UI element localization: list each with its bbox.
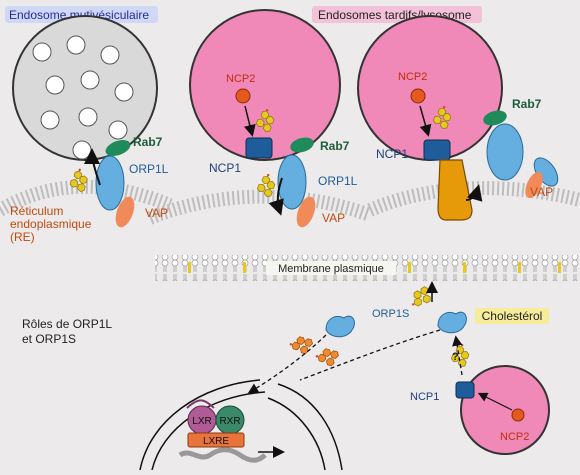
budding-vesicle	[72, 140, 92, 160]
transfer-arrow	[477, 392, 513, 411]
orp1l-protein	[95, 155, 125, 211]
cholesterol-label: Cholestérol	[482, 309, 543, 323]
roles-label: Rôles de ORP1L et ORP1S	[22, 317, 115, 346]
transport-arrow	[452, 335, 463, 376]
cholesterol-label-bg	[475, 308, 549, 324]
rab7-protein	[105, 140, 131, 156]
transfer-arrow	[419, 105, 432, 137]
ncp2-protein	[511, 408, 525, 422]
transfer-arrow	[243, 105, 256, 137]
cholesterol-molecule	[407, 283, 436, 313]
header-multivesicular-bg	[5, 6, 158, 23]
ncp2-label: NCP2	[226, 73, 255, 85]
vap-label: VAP	[530, 185, 553, 199]
vap-label: VAP	[145, 206, 168, 220]
ncp2-protein	[410, 88, 426, 104]
ncp1-protein	[455, 381, 475, 399]
rab7-protein	[290, 137, 314, 153]
lxre-label: LXRE	[203, 436, 229, 447]
ncp1-label: NCP1	[209, 161, 241, 175]
ncp2-protein	[235, 88, 251, 104]
orp1l-protein	[277, 154, 307, 210]
transport-arrow	[299, 329, 441, 381]
lxr-label: LXR	[192, 416, 211, 427]
roles-label-line-1: Rôles de ORP1L	[22, 317, 112, 331]
rxr-label: RXR	[219, 416, 240, 427]
ncp1-label: NCP1	[410, 391, 439, 403]
er-membrane-middle	[147, 189, 373, 225]
nuclear-envelope	[277, 383, 343, 471]
dna-strand	[178, 447, 267, 463]
er-label-line-1: Réticulum	[10, 204, 63, 218]
nuclear-envelope	[139, 379, 261, 471]
oxysterol-molecule	[313, 345, 342, 370]
question-mark: ?	[452, 351, 459, 363]
vap-label: VAP	[322, 211, 345, 225]
late-endosome	[460, 365, 550, 455]
transfer-arrow	[268, 177, 284, 216]
membrane-label: Membrane plasmique	[278, 263, 384, 275]
ncp1-protein	[423, 139, 451, 161]
header-multivesicular: Endosome mutivésiculaire	[9, 8, 149, 22]
nuclear-envelope	[267, 397, 326, 471]
ncp2-label: NCP2	[398, 71, 427, 83]
ncp2-label: NCP2	[500, 431, 529, 443]
transfer-arrow	[84, 148, 101, 186]
lxre-element	[187, 432, 245, 448]
roles-label-line-2: et ORP1S	[22, 332, 76, 346]
late-endosome	[189, 9, 341, 161]
ncp1-label: NCP1	[376, 147, 408, 161]
ncp1-protein	[245, 137, 273, 159]
late-endosome	[357, 15, 503, 161]
orp1l-protein	[486, 123, 524, 181]
orp1s-protein	[325, 315, 355, 338]
rab7-label: Rab7	[512, 97, 542, 111]
transport-arrow	[247, 334, 327, 394]
rab7-label: Rab7	[133, 135, 163, 149]
vap-protein	[115, 196, 135, 228]
lxr-ligand-cap	[186, 399, 215, 409]
er-label-line-3: (RE)	[10, 230, 35, 244]
vap-protein	[525, 171, 543, 199]
vap-protein	[296, 196, 316, 228]
orp1l-label: ORP1L	[129, 162, 169, 176]
transfer-arrow	[465, 184, 483, 202]
membrane-label-bg	[266, 261, 396, 275]
orp1s-label: ORP1S	[372, 308, 409, 320]
orp1l-ligand-domain	[437, 159, 473, 221]
orp1l-label: ORP1L	[318, 174, 358, 188]
er-label-line-2: endoplasmique	[10, 217, 92, 231]
orp1s-protein	[437, 311, 467, 334]
intraluminal-vesicles	[32, 35, 134, 140]
rab7-label: Rab7	[320, 139, 350, 153]
oxysterol-molecule	[287, 333, 316, 358]
rab7-protein	[483, 110, 507, 126]
er-label: Réticulum endoplasmique (RE)	[10, 204, 95, 244]
